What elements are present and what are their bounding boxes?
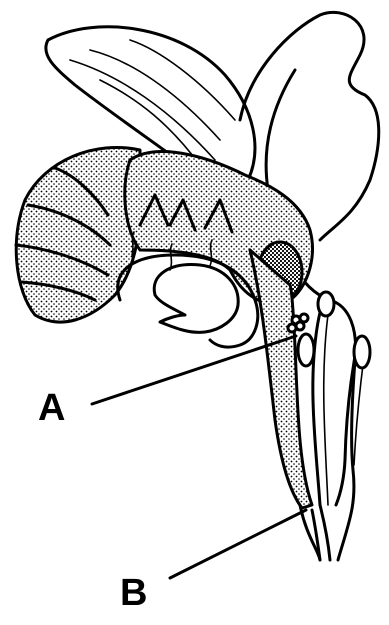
leader-line-a [92,336,296,404]
label-b: B [120,572,147,614]
label-a: A [38,387,65,429]
stamen-left-inner [324,302,330,505]
flower-tube-base [312,505,330,560]
stamens [298,292,370,505]
wing-vein-2 [90,50,220,140]
anther-right [354,336,370,368]
leader-line-b [170,510,306,578]
wing-vein-1 [70,60,215,160]
bee-abdomen [16,147,140,322]
anther-center [298,334,314,366]
bee-leg [154,265,238,333]
stamen-left [313,305,322,505]
bee [16,27,312,508]
anther-left [318,292,334,316]
